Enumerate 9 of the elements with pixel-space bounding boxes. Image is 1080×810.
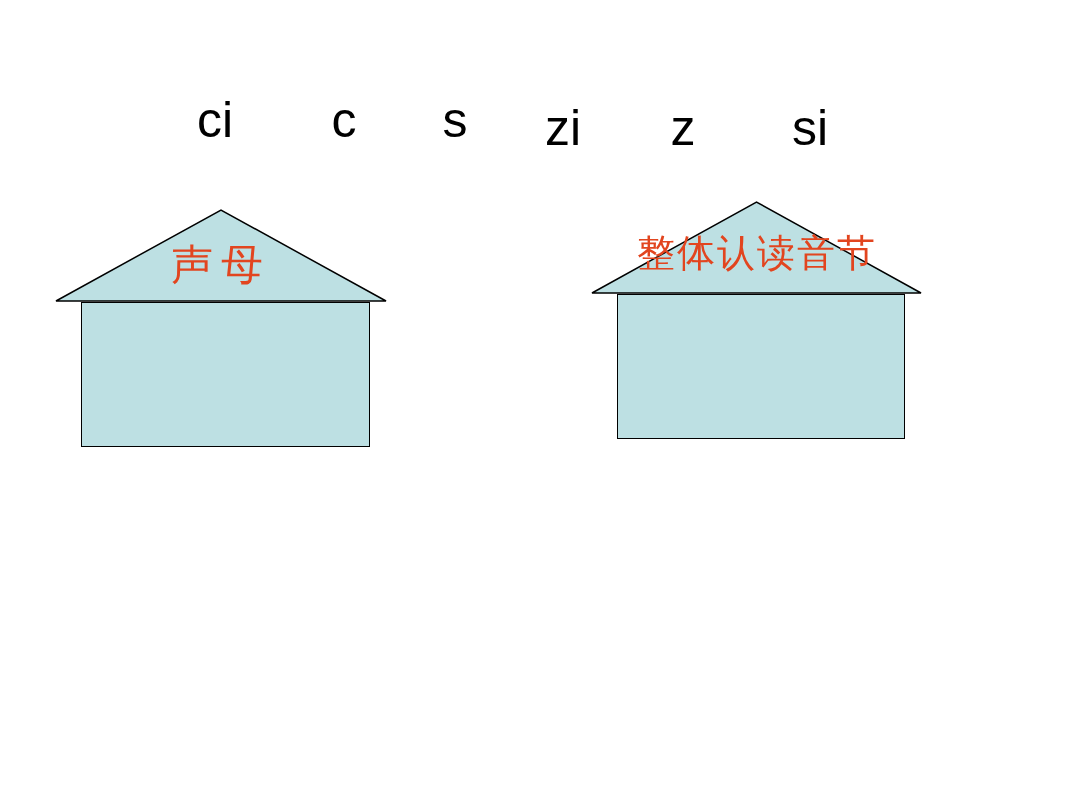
- pinyin-label: z: [670, 103, 696, 153]
- house-wall: [81, 302, 370, 447]
- pinyin-label: s: [442, 95, 468, 145]
- house-wall: [617, 294, 905, 439]
- pinyin-label: ci: [196, 95, 234, 145]
- pinyin-label: c: [331, 95, 357, 145]
- pinyin-label: zi: [544, 103, 582, 153]
- pinyin-label: si: [791, 103, 829, 153]
- roof-label: 声母: [170, 244, 272, 286]
